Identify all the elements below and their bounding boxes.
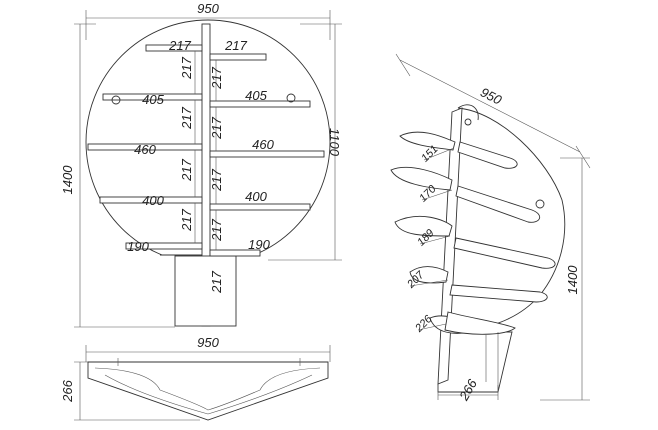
spacing-right-1: 217 [209,66,224,89]
iso-height-label: 1400 [565,265,580,295]
spacing-right-5: 217 [209,270,224,293]
shelf-left-2 [102,93,203,101]
top-depth-label: 266 [60,379,75,402]
shelf-left-5-label: 190 [127,239,149,254]
front-height-label: 1400 [60,165,75,195]
shelf-left-1 [145,44,203,52]
shelf-right-2 [209,100,311,108]
shelf-right-1 [209,53,267,61]
shelf-right-4-label: 400 [245,189,267,204]
iso-central-post [437,107,463,385]
shelf-left-4-label: 400 [142,193,164,208]
iso-vertical-5: 226 [412,313,435,336]
top-outline [87,361,329,421]
hole-left [111,95,121,105]
shelf-right-4 [209,203,311,211]
shelf-left-2-label: 405 [142,92,164,107]
spacing-right-3: 217 [209,168,224,191]
shelf-left-4 [99,196,203,204]
shelf-left-1-label: 217 [168,38,191,53]
shelf-left-5 [125,242,203,250]
front-view: 950 1400 1100 217 [60,1,342,328]
iso-leaf-outline [457,107,566,331]
base-box [174,255,237,327]
shelf-right-3-label: 460 [252,137,274,152]
shelf-right-5 [209,249,261,257]
front-width-label: 950 [197,1,219,16]
shelf-right-3 [209,150,325,158]
shelf-right-5-label: 190 [248,237,270,252]
shelf-right-2-label: 405 [245,88,267,103]
hole-right [286,93,296,103]
spacing-left-1: 217 [179,56,194,79]
shelf-right-1-label: 217 [224,38,247,53]
spacing-right-4: 217 [209,218,224,241]
shelf-left-3-label: 460 [134,142,156,157]
spacing-right-2: 217 [209,116,224,139]
front-upper-height-label: 1100 [327,128,342,157]
iso-width-label: 950 [478,84,505,108]
top-width-label: 950 [197,335,219,350]
spacing-left-2: 217 [179,106,194,129]
spacing-left-3: 217 [179,158,194,181]
iso-depth-label: 266 [456,376,481,404]
isometric-view: 950 1400 266 1 [390,53,591,404]
top-view: 950 266 [60,335,331,421]
spacing-left-4: 217 [179,208,194,231]
shelf-left-3 [87,143,203,151]
